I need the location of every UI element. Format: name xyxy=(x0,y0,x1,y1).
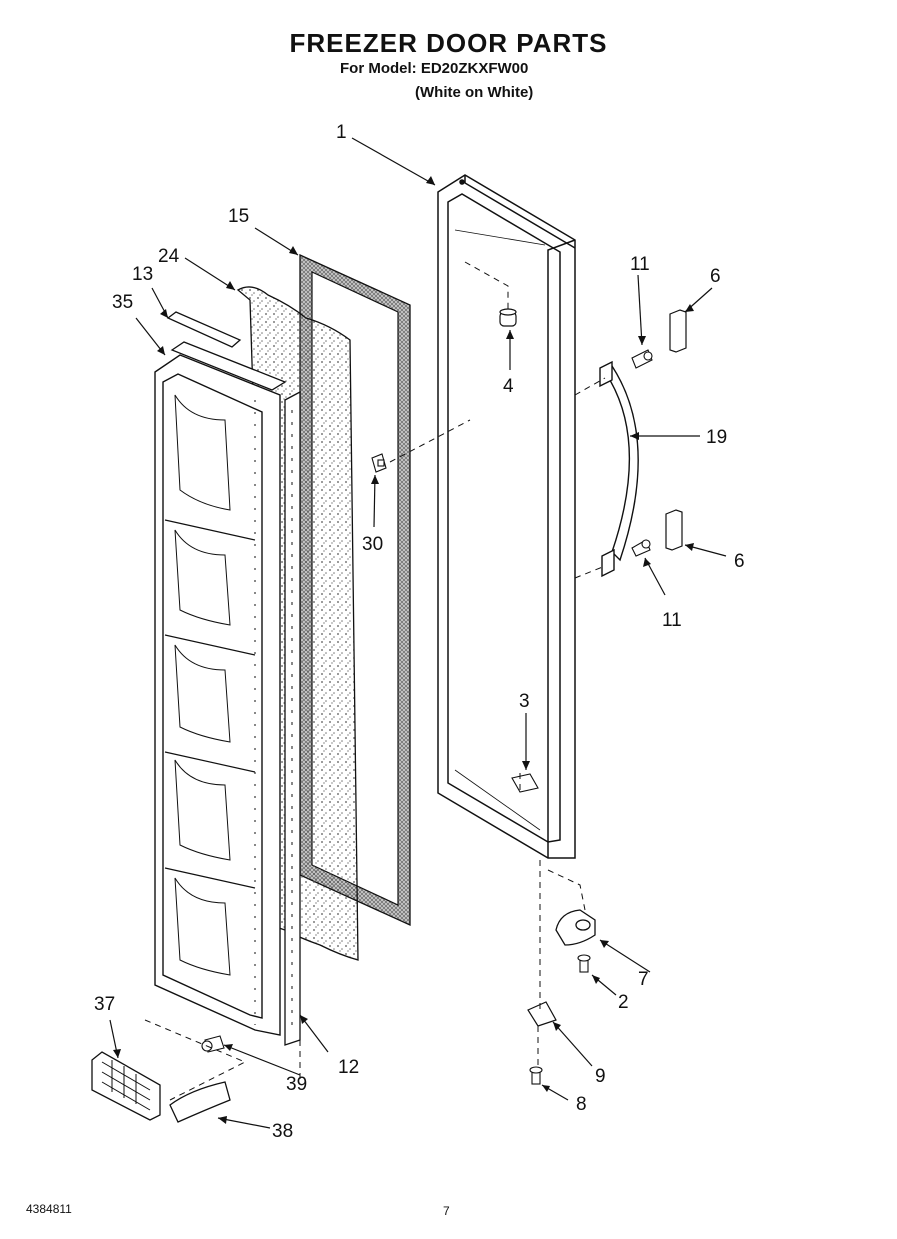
outer-door-panel xyxy=(437,174,576,859)
plate-screw xyxy=(529,1066,543,1085)
hinge-plate xyxy=(527,1001,557,1027)
callout-15: 15 xyxy=(228,206,249,227)
top-cap-strip xyxy=(166,311,287,391)
leader-lines xyxy=(109,137,727,1129)
model-line: For Model: ED20ZKXFW00 xyxy=(340,60,529,77)
callout-2: 2 xyxy=(618,992,629,1013)
callout-11-bottom: 11 xyxy=(662,610,682,631)
assembly-lines xyxy=(144,261,606,1101)
handle-end-cap-top xyxy=(669,309,687,353)
callout-1: 1 xyxy=(336,122,347,143)
trim-screw xyxy=(201,1035,225,1053)
callout-19: 19 xyxy=(706,427,727,448)
handle-screw-top xyxy=(631,349,653,369)
callout-4: 4 xyxy=(503,376,514,397)
callout-38: 38 xyxy=(272,1121,293,1142)
page-number: 7 xyxy=(443,1204,450,1218)
callout-12: 12 xyxy=(338,1057,359,1078)
color-variant: (White on White) xyxy=(415,84,534,101)
document-part-number: 4384811 xyxy=(26,1202,72,1216)
callout-labels: 1 15 24 13 35 11 6 4 19 30 6 11 3 7 2 9 … xyxy=(94,122,745,1142)
handle-end-cap-bottom xyxy=(665,509,683,551)
breaker-strip xyxy=(284,390,301,1046)
callout-7: 7 xyxy=(638,969,649,990)
door-plug xyxy=(499,308,517,327)
hinge-screw xyxy=(577,954,591,973)
callout-35: 35 xyxy=(112,292,133,313)
page-title: FREEZER DOOR PARTS xyxy=(289,28,608,58)
callout-8: 8 xyxy=(576,1094,587,1115)
gasket-clip xyxy=(371,453,387,473)
callout-3: 3 xyxy=(519,691,530,712)
bottom-grille xyxy=(91,1051,161,1121)
callout-30: 30 xyxy=(362,534,383,555)
hinge-bushing xyxy=(555,909,596,946)
arrowheads xyxy=(113,176,694,1124)
callout-11-top: 11 xyxy=(630,254,650,275)
callout-13: 13 xyxy=(132,264,153,285)
door-stop-bracket xyxy=(511,773,539,793)
inner-door-liner xyxy=(154,354,281,1036)
callout-9: 9 xyxy=(595,1066,606,1087)
bottom-trim xyxy=(169,1081,231,1123)
callout-37: 37 xyxy=(94,994,115,1015)
handle-screw-bottom xyxy=(631,539,651,557)
door-handle xyxy=(599,360,639,578)
callout-39: 39 xyxy=(286,1074,307,1095)
callout-6-top: 6 xyxy=(710,266,721,287)
callout-6-bottom: 6 xyxy=(734,551,745,572)
callout-24: 24 xyxy=(158,246,180,267)
